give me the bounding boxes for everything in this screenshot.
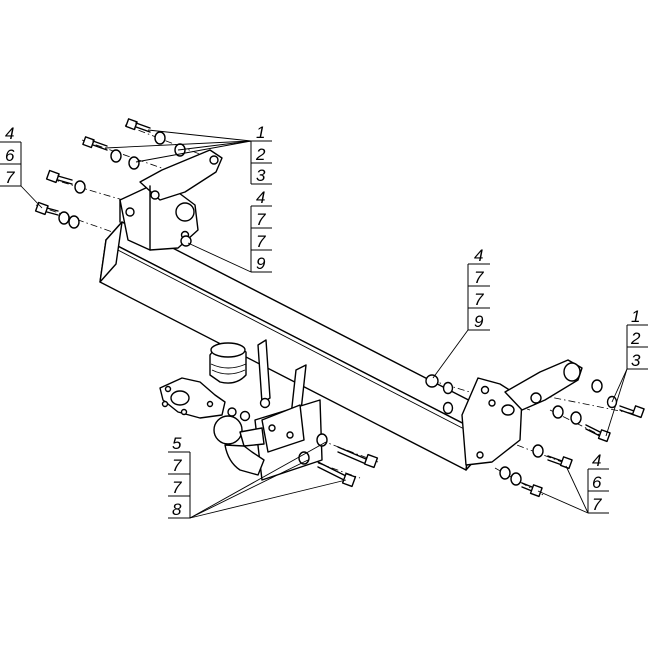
callout-number: 1 — [631, 307, 640, 326]
leader-lines — [20, 129, 628, 519]
callout-left-bracket: 4 7 7 9 — [256, 188, 266, 273]
callout-number: 6 — [5, 146, 15, 165]
callout-right-top: 1 2 3 — [630, 307, 641, 370]
callout-number: 7 — [172, 456, 182, 475]
callout-number: 7 — [474, 290, 484, 309]
callout-number: 7 — [592, 495, 602, 514]
callout-number: 4 — [256, 188, 265, 207]
callout-frames — [0, 140, 648, 519]
callout-number: 2 — [630, 329, 641, 348]
right-bracket — [461, 359, 583, 466]
callout-number: 4 — [474, 246, 483, 265]
callout-number: 3 — [631, 351, 641, 370]
fasteners-left — [34, 169, 86, 229]
callout-left: 4 6 7 — [5, 124, 15, 187]
callout-number: 8 — [172, 500, 182, 519]
callout-number: 4 — [5, 124, 14, 143]
callout-number: 3 — [256, 166, 266, 185]
callout-number: 9 — [474, 312, 484, 331]
callout-number: 7 — [172, 478, 182, 497]
callout-number: 2 — [255, 145, 266, 164]
callout-number: 7 — [5, 168, 15, 187]
callout-right-bracket: 4 7 7 9 — [474, 246, 484, 331]
callout-number: 7 — [474, 268, 484, 287]
tow-ball — [213, 407, 265, 476]
ball-cap — [209, 342, 247, 384]
fasteners-top-left — [82, 118, 186, 170]
callout-ball: 5 7 7 8 — [172, 434, 182, 519]
callout-number: 1 — [256, 123, 265, 142]
socket-plate — [159, 377, 226, 419]
callout-number: 7 — [256, 232, 266, 251]
callout-number: 7 — [256, 210, 266, 229]
fasteners-right-bottom — [425, 374, 573, 498]
callout-number: 4 — [592, 451, 601, 470]
callout-number: 5 — [172, 434, 182, 453]
fasteners-right-top — [552, 379, 645, 443]
cross-beam — [99, 221, 489, 471]
callout-right-bottom: 4 6 7 — [592, 451, 602, 514]
callout-number: 9 — [256, 254, 266, 273]
callout-number: 6 — [592, 473, 602, 492]
callout-top-left: 1 2 3 — [255, 123, 266, 185]
axis-lines — [35, 124, 641, 497]
left-bracket — [119, 149, 223, 251]
